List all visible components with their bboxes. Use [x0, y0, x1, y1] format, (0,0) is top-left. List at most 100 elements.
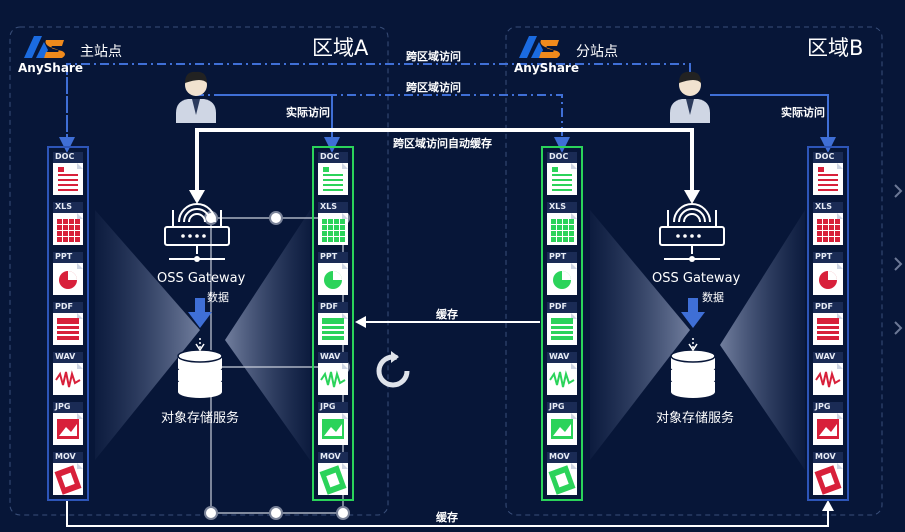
auto-cache-line: [195, 128, 694, 200]
zone-a-frame: [9, 26, 389, 516]
anyshare-logo: [519, 36, 560, 58]
file-column-a-cache: [312, 146, 354, 501]
data-arrow-shaft-a: [195, 298, 205, 314]
file-type-label: PPT: [815, 252, 833, 261]
pdf-file-icon: [813, 302, 843, 345]
file-type-label: JPG: [549, 402, 565, 411]
zone-a-title: 区域A: [312, 36, 369, 60]
user-icon: [670, 71, 710, 123]
file-type-label: WAV: [55, 352, 76, 361]
file-column-b-cache: [807, 146, 849, 501]
wav-file-icon: [813, 352, 843, 395]
auto-cache-arrow-a: [189, 190, 205, 204]
jpg-file-icon: [547, 402, 577, 445]
sync-icon: [376, 351, 410, 388]
actual-access-line-a: [215, 94, 340, 153]
storage-a-label: 对象存储服务: [161, 411, 240, 426]
mov-file-icon: [318, 452, 348, 495]
file-type-label: DOC: [55, 152, 75, 161]
gateway-a-label: OSS Gateway: [157, 271, 246, 286]
ppt-file-icon: [318, 252, 348, 295]
cache-label-mid: 缓存: [436, 308, 458, 321]
cache-line-bottom: [66, 500, 829, 527]
file-type-label: XLS: [55, 202, 73, 211]
actual-access-label-b: 实际访问: [781, 106, 825, 119]
xls-file-icon: [547, 202, 577, 245]
cross-region-label-mid: 跨区域访问: [406, 81, 461, 94]
file-type-label: WAV: [549, 352, 570, 361]
file-type-label: WAV: [320, 352, 341, 361]
file-type-label: PPT: [55, 252, 73, 261]
beam-left-a: [95, 210, 200, 460]
file-type-label: XLS: [320, 202, 338, 211]
xls-file-icon: [318, 202, 348, 245]
jpg-file-icon: [318, 402, 348, 445]
file-type-label: PDF: [549, 302, 567, 311]
pdf-file-icon: [547, 302, 577, 345]
beam-right-b: [720, 210, 805, 470]
brand-a: AnyShare: [18, 61, 83, 75]
zone-b-frame: [505, 26, 883, 516]
data-label-b: 数据: [702, 291, 724, 304]
file-type-label: XLS: [549, 202, 567, 211]
mov-file-icon: [813, 452, 843, 495]
file-type-label: XLS: [815, 202, 833, 211]
file-type-label: MOV: [815, 452, 836, 461]
file-type-label: MOV: [55, 452, 76, 461]
cache-arrow-mid: [355, 316, 366, 328]
site-b-name: 分站点: [576, 44, 618, 60]
file-type-label: JPG: [55, 402, 71, 411]
file-type-label: JPG: [815, 402, 831, 411]
wav-file-icon: [318, 352, 348, 395]
database-icon: [670, 336, 716, 398]
data-arrow-head-b: [681, 312, 705, 328]
file-column-a-source: [47, 146, 89, 501]
anyshare-logo: [24, 36, 65, 58]
storage-b-label: 对象存储服务: [656, 411, 735, 426]
beam-right-a: [225, 210, 310, 460]
file-type-label: PDF: [55, 302, 73, 311]
actual-access-line-b: [710, 94, 836, 153]
router-icon: [164, 203, 230, 262]
gateway-b-label: OSS Gateway: [652, 271, 741, 286]
ppt-file-icon: [53, 252, 83, 295]
pdf-file-icon: [53, 302, 83, 345]
ppt-file-icon: [547, 252, 577, 295]
beam-left-b: [590, 210, 690, 460]
file-type-label: DOC: [549, 152, 569, 161]
site-a-name: 主站点: [80, 44, 122, 60]
doc-file-icon: [813, 152, 843, 195]
doc-file-icon: [53, 152, 83, 195]
file-type-label: MOV: [320, 452, 341, 461]
data-label-a: 数据: [207, 291, 229, 304]
router-icon: [659, 203, 725, 262]
cache-label-bottom: 缓存: [436, 511, 458, 524]
ppt-file-icon: [813, 252, 843, 295]
file-type-label: JPG: [320, 402, 336, 411]
wav-file-icon: [547, 352, 577, 395]
doc-file-icon: [547, 152, 577, 195]
auto-cache-arrow-b: [684, 190, 700, 204]
zone-b-title: 区域B: [807, 36, 864, 60]
wav-file-icon: [53, 352, 83, 395]
jpg-file-icon: [53, 402, 83, 445]
file-type-label: DOC: [815, 152, 835, 161]
mov-file-icon: [53, 452, 83, 495]
xls-file-icon: [813, 202, 843, 245]
mov-file-icon: [547, 452, 577, 495]
file-column-b-source: [541, 146, 583, 501]
cross-region-line-top: [66, 63, 691, 145]
cache-arrow-bottom: [822, 500, 834, 511]
chevron-right-icon: [894, 184, 903, 335]
actual-access-label-a: 实际访问: [286, 106, 330, 119]
database-icon: [177, 336, 223, 398]
pdf-file-icon: [318, 302, 348, 345]
file-type-label: PDF: [320, 302, 338, 311]
auto-cache-label: 跨区域访问自动缓存: [393, 137, 492, 150]
file-type-label: DOC: [320, 152, 340, 161]
cross-region-line-mid: [195, 94, 570, 153]
file-type-label: PPT: [320, 252, 338, 261]
user-icon: [176, 71, 216, 123]
brand-b: AnyShare: [514, 61, 579, 75]
